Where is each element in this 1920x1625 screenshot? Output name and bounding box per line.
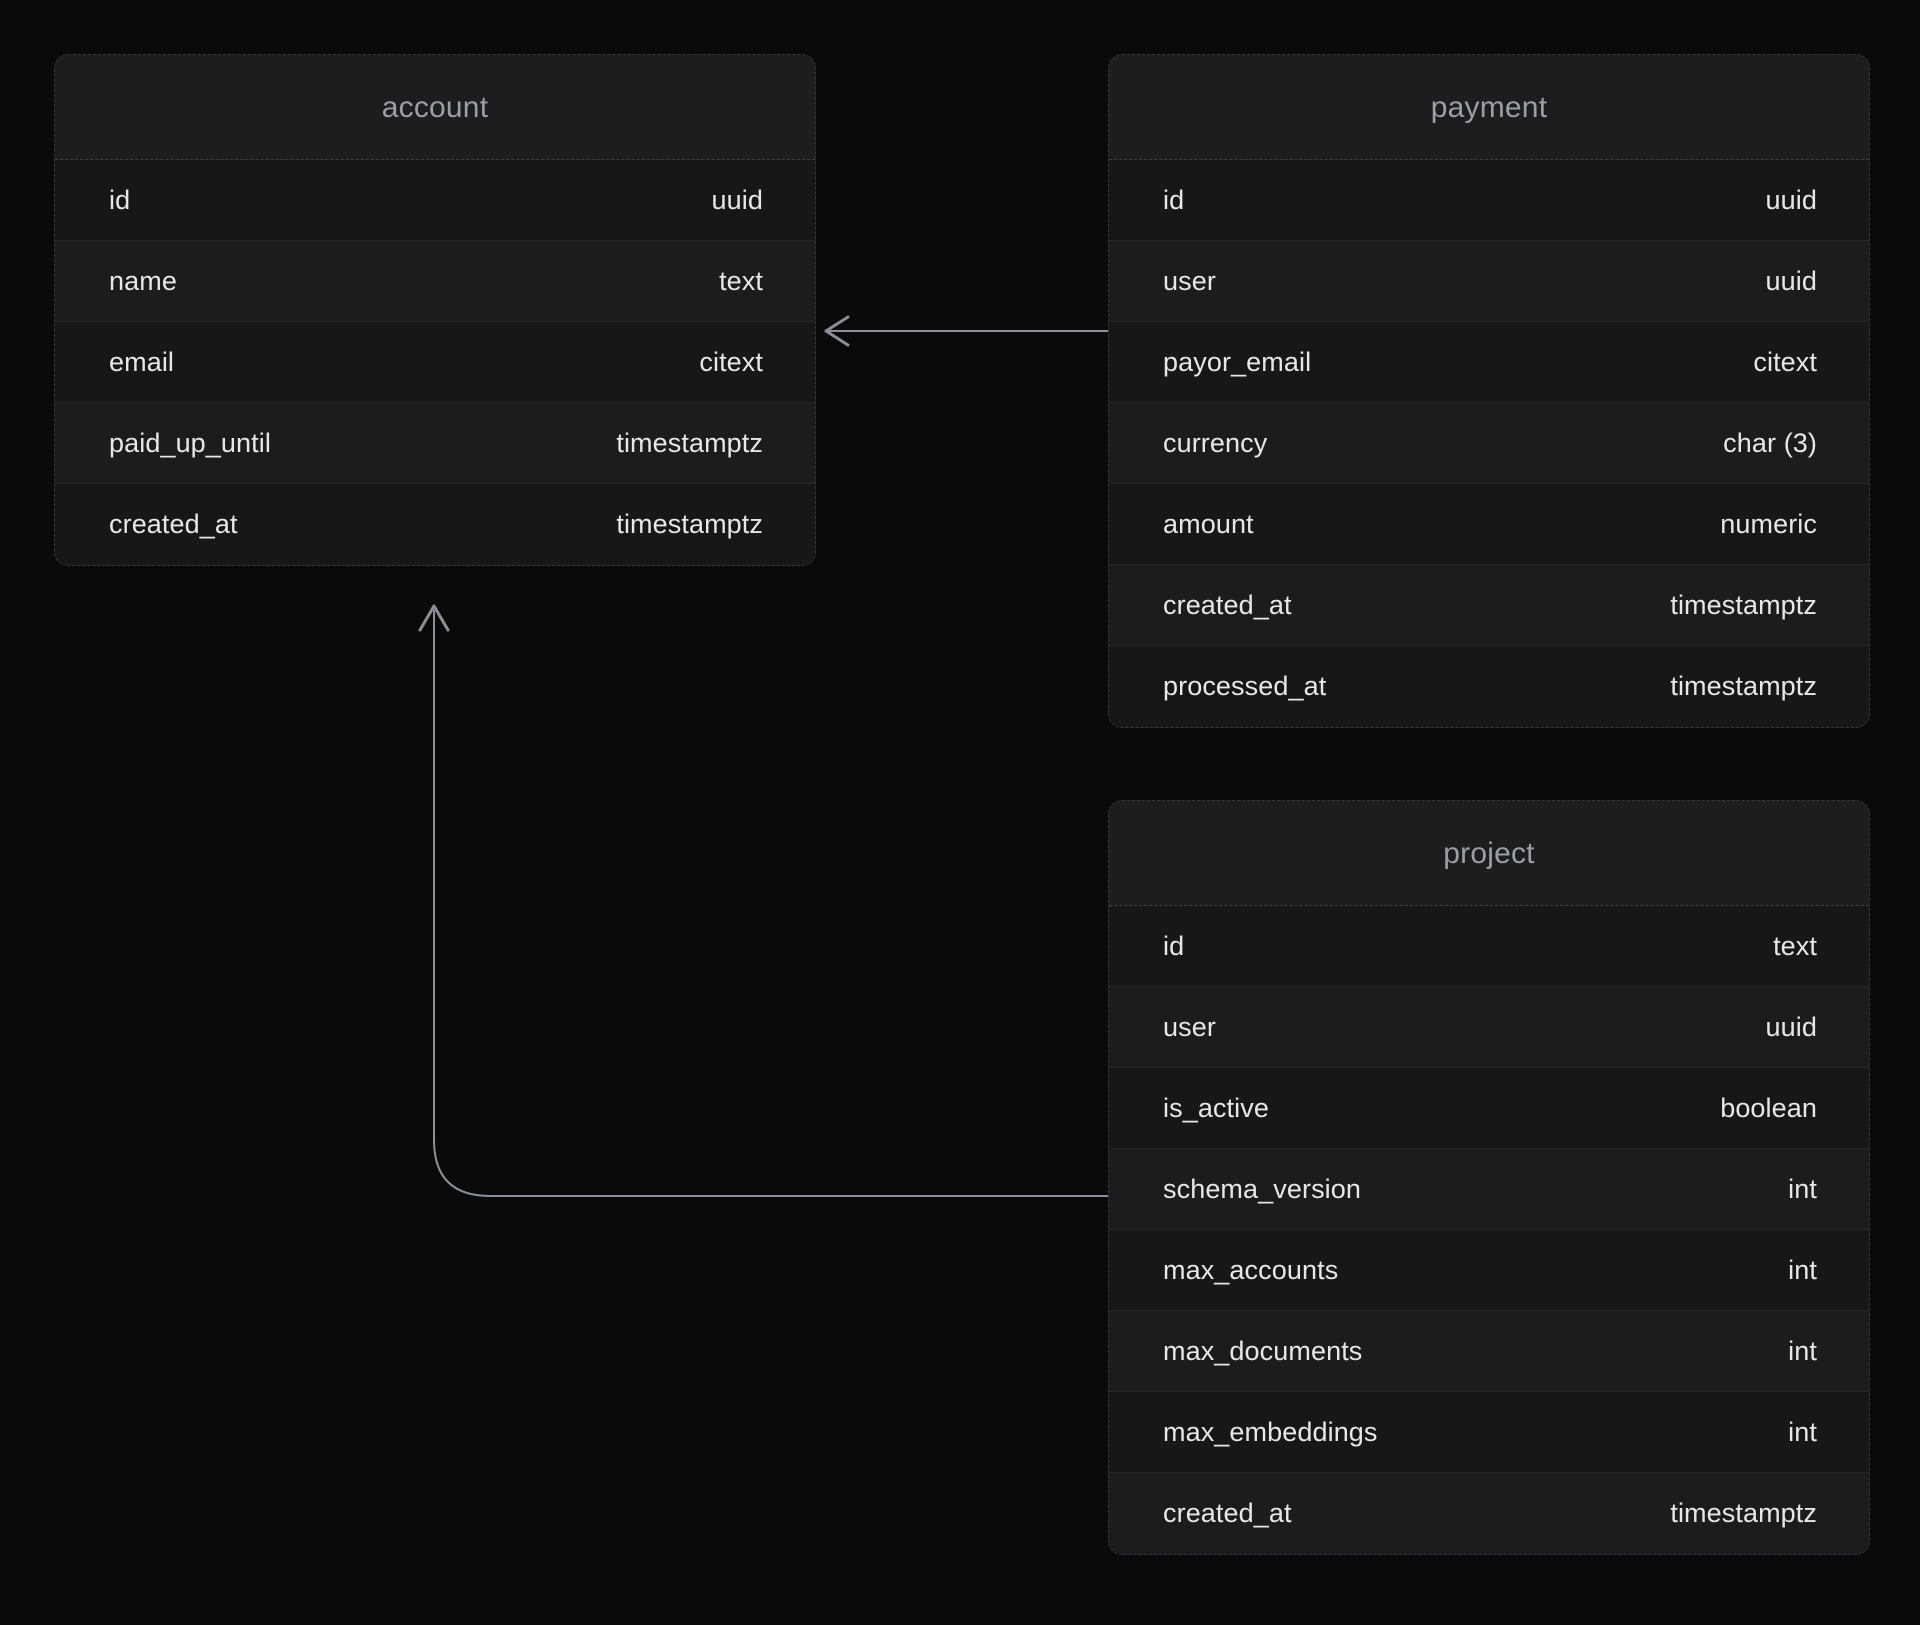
column-type: text bbox=[1773, 930, 1817, 961]
column-name: amount bbox=[1163, 508, 1254, 539]
table-rows-project: id text user uuid is_active boolean sche… bbox=[1109, 906, 1869, 1554]
column-name: currency bbox=[1163, 427, 1268, 458]
column-name: email bbox=[109, 346, 175, 377]
connector-payment-to-account bbox=[824, 315, 1108, 347]
column-name: schema_version bbox=[1163, 1173, 1361, 1204]
column-type: uuid bbox=[711, 184, 763, 215]
column-type: citext bbox=[699, 346, 763, 377]
column-name: name bbox=[109, 265, 177, 296]
table-row[interactable]: email citext bbox=[55, 322, 815, 403]
table-card-project[interactable]: project id text user uuid is_active bool… bbox=[1108, 800, 1870, 1555]
column-type: text bbox=[719, 265, 763, 296]
table-rows-account: id uuid name text email citext paid_up_u… bbox=[55, 160, 815, 565]
column-type: int bbox=[1788, 1416, 1817, 1447]
column-type: uuid bbox=[1765, 265, 1817, 296]
column-type: timestamptz bbox=[1670, 589, 1817, 620]
column-name: id bbox=[109, 184, 131, 215]
table-row[interactable]: created_at timestamptz bbox=[55, 484, 815, 565]
column-type: boolean bbox=[1720, 1092, 1817, 1123]
table-rows-payment: id uuid user uuid payor_email citext cur… bbox=[1109, 160, 1869, 727]
column-type: uuid bbox=[1765, 184, 1817, 215]
table-row[interactable]: max_documents int bbox=[1109, 1311, 1869, 1392]
table-row[interactable]: currency char (3) bbox=[1109, 403, 1869, 484]
column-type: citext bbox=[1753, 346, 1817, 377]
table-row[interactable]: schema_version int bbox=[1109, 1149, 1869, 1230]
table-row[interactable]: created_at timestamptz bbox=[1109, 565, 1869, 646]
column-name: user bbox=[1163, 265, 1216, 296]
column-type: int bbox=[1788, 1335, 1817, 1366]
column-type: uuid bbox=[1765, 1011, 1817, 1042]
table-row[interactable]: id uuid bbox=[55, 160, 815, 241]
column-name: paid_up_until bbox=[109, 427, 271, 458]
table-row[interactable]: amount numeric bbox=[1109, 484, 1869, 565]
table-row[interactable]: user uuid bbox=[1109, 241, 1869, 322]
column-type: char (3) bbox=[1723, 427, 1817, 458]
column-type: int bbox=[1788, 1254, 1817, 1285]
table-row[interactable]: user uuid bbox=[1109, 987, 1869, 1068]
table-row[interactable]: created_at timestamptz bbox=[1109, 1473, 1869, 1554]
column-name: created_at bbox=[1163, 1498, 1292, 1528]
table-row[interactable]: is_active boolean bbox=[1109, 1068, 1869, 1149]
table-row[interactable]: id text bbox=[1109, 906, 1869, 987]
column-name: max_accounts bbox=[1163, 1254, 1339, 1285]
table-row[interactable]: processed_at timestamptz bbox=[1109, 646, 1869, 727]
column-type: timestamptz bbox=[1670, 671, 1817, 701]
table-title-account: account bbox=[55, 55, 815, 160]
column-name: id bbox=[1163, 930, 1185, 961]
column-name: created_at bbox=[109, 509, 238, 539]
column-type: numeric bbox=[1720, 508, 1817, 539]
column-name: created_at bbox=[1163, 589, 1292, 620]
table-row[interactable]: id uuid bbox=[1109, 160, 1869, 241]
column-name: payor_email bbox=[1163, 346, 1312, 377]
table-row[interactable]: max_embeddings int bbox=[1109, 1392, 1869, 1473]
column-name: processed_at bbox=[1163, 671, 1327, 701]
table-row[interactable]: paid_up_until timestamptz bbox=[55, 403, 815, 484]
column-type: timestamptz bbox=[1670, 1498, 1817, 1528]
table-row[interactable]: max_accounts int bbox=[1109, 1230, 1869, 1311]
connector-project-to-account bbox=[418, 604, 1108, 1197]
column-name: user bbox=[1163, 1011, 1216, 1042]
table-title-payment: payment bbox=[1109, 55, 1869, 160]
table-title-project: project bbox=[1109, 801, 1869, 906]
table-row[interactable]: payor_email citext bbox=[1109, 322, 1869, 403]
column-type: timestamptz bbox=[616, 509, 763, 539]
column-name: is_active bbox=[1163, 1092, 1269, 1123]
column-name: max_embeddings bbox=[1163, 1416, 1378, 1447]
table-row[interactable]: name text bbox=[55, 241, 815, 322]
table-card-payment[interactable]: payment id uuid user uuid payor_email ci… bbox=[1108, 54, 1870, 728]
column-name: id bbox=[1163, 184, 1185, 215]
column-type: timestamptz bbox=[616, 427, 763, 458]
column-name: max_documents bbox=[1163, 1335, 1363, 1366]
column-type: int bbox=[1788, 1173, 1817, 1204]
table-card-account[interactable]: account id uuid name text email citext p… bbox=[54, 54, 816, 566]
